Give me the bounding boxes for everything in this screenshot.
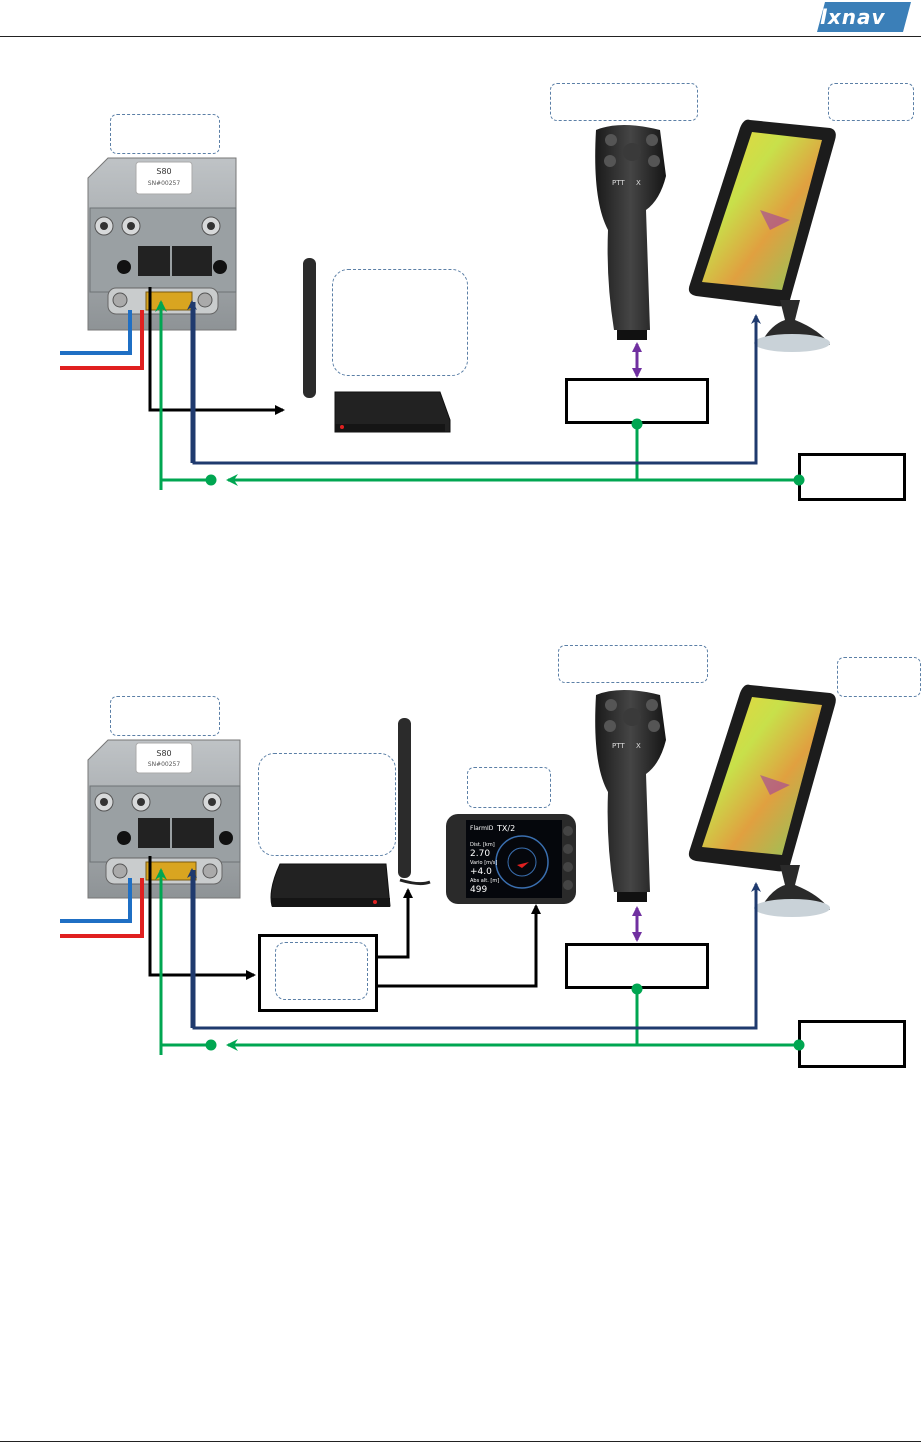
label-splitter-placeholder [275, 942, 368, 1000]
flarm-header-left: FlarmID [470, 825, 494, 832]
display-unit [688, 119, 836, 352]
vario-label-2: S80 [156, 749, 171, 758]
flarm-dist-label: Dist. [km] [470, 842, 495, 848]
label-stick-placeholder-2 [558, 645, 708, 683]
stick-ptt-2: PTT [612, 742, 625, 750]
label-vario-placeholder [110, 114, 220, 154]
vario-label: S80 [156, 167, 171, 176]
vario-unit-2: S80 SN#00257 [87, 739, 241, 899]
control-stick: PTT X [595, 125, 666, 340]
header-rule [0, 36, 921, 37]
control-stick-2: PTT X [595, 690, 666, 902]
label-flarm-placeholder [332, 269, 468, 376]
flarm-header-right: TX/2 [496, 824, 515, 833]
display-unit-2 [688, 684, 836, 917]
bus-terminator-box [798, 453, 906, 501]
label-stick-placeholder [550, 83, 698, 121]
stick-ptt: PTT [612, 179, 625, 187]
label-flarm-placeholder-2 [258, 753, 396, 856]
vario-serial: SN#00257 [148, 180, 181, 187]
label-vario-placeholder-2 [110, 696, 220, 736]
lxnav-logo [817, 2, 911, 32]
flarm-vario-value: +4.0 [470, 867, 492, 877]
flarm-display: FlarmID TX/2 Dist. [km] 2.70 Vario [m/s]… [446, 814, 576, 904]
flarm-alt-value: 499 [470, 885, 487, 895]
vario-serial-2: SN#00257 [148, 761, 181, 768]
flarm-alt-label: Abs alt. [m] [470, 878, 499, 884]
bus-terminator-box-2 [798, 1020, 906, 1068]
stick-x: X [636, 179, 641, 187]
label-flarm-display-placeholder [467, 767, 551, 808]
stick-x-2: X [636, 742, 641, 750]
flarm-unit [303, 258, 451, 433]
flarm-unit-2 [270, 718, 431, 907]
flarm-dist-value: 2.70 [470, 849, 490, 859]
footer-rule [0, 1441, 921, 1442]
label-display-placeholder [828, 83, 914, 121]
lxnav-logo-text: lxnav [820, 5, 886, 29]
flarm-vario-label: Vario [m/s] [470, 860, 497, 866]
